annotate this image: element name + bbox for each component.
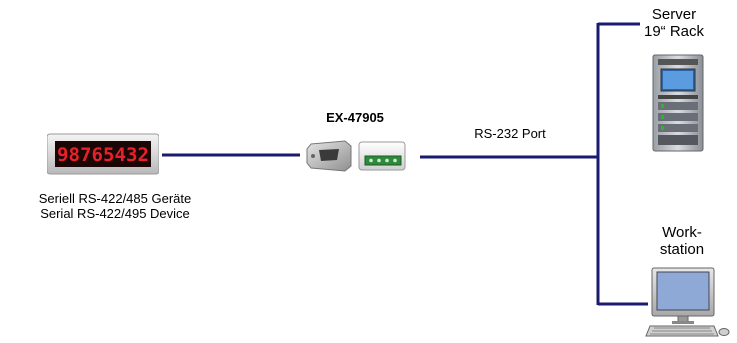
- device-label-line1: Seriell RS-422/485 Geräte: [38, 191, 192, 206]
- converter-icon: [306, 140, 406, 172]
- workstation-label-line2: station: [659, 241, 705, 258]
- workstation-label: Work- station: [642, 224, 722, 258]
- led-display-icon: 98765432: [46, 133, 160, 175]
- server-rack: [652, 54, 704, 152]
- device-label: Seriell RS-422/485 Geräte Serial RS-422/…: [20, 191, 210, 221]
- display-digits: 98765432: [57, 144, 149, 166]
- converter-device: [305, 136, 411, 176]
- device-label-line2: Serial RS-422/495 Device: [40, 206, 190, 221]
- rs232-port-label: RS-232 Port: [474, 126, 546, 141]
- led-display-device: 98765432: [46, 130, 160, 178]
- server-label: Server 19“ Rack: [628, 6, 720, 40]
- workstation-computer: [644, 266, 732, 338]
- computer-monitor-icon: [645, 267, 730, 337]
- server-label-line2: 19“ Rack: [643, 23, 705, 40]
- server-rack-icon: [652, 54, 704, 152]
- server-label-line1: Server: [651, 6, 697, 23]
- workstation-label-line1: Work-: [662, 224, 702, 241]
- converter-model-label: EX-47905: [326, 110, 384, 125]
